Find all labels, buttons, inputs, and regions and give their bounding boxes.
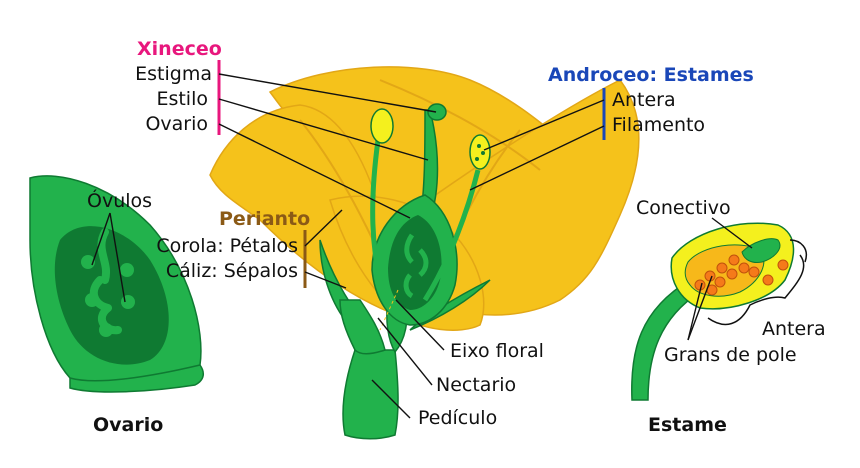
leader-antera [483,99,605,151]
caption-estame: Estame [648,414,727,436]
leader-estilo [218,98,429,161]
right-anther [469,134,491,170]
pollen-grain [777,259,789,271]
stigma [427,103,447,121]
androceo-title: Androceo: Estames [548,64,754,86]
leader-grans-2 [687,275,713,341]
ovule [99,323,113,337]
pedicel [342,349,399,440]
pollen-grains [694,254,789,296]
left-filament [370,139,388,301]
stamen-detail [631,222,807,401]
ovary-detail-tail [69,364,205,393]
label-estigma: Estigma [135,63,212,85]
caption-ovario: Ovario [93,414,164,436]
label-ovario: Ovario [145,113,208,135]
label-caliz: Cáliz: Sépalos [165,260,298,282]
label-filamento: Filamento [612,114,706,136]
leader-pediculo [371,379,411,419]
leader-ovulos-1 [91,212,111,266]
leader-eixo [395,299,445,351]
ovule [85,293,99,307]
leader-corola [304,209,343,247]
xineceo-title: Xineceo [137,38,222,60]
ovule [121,295,135,309]
leader-ovulos-2 [109,212,126,303]
pollen-dot [481,151,485,155]
petal-vein-3 [379,79,541,171]
leader-lines [91,73,753,419]
label-eixo-floral: Eixo floral [450,340,544,362]
pollen-grain [726,268,738,280]
label-corola: Corola: Pétalos [156,235,298,257]
leader-conectivo [711,217,753,249]
ovary-cavity [388,215,442,310]
label-pediculo: Pedículo [418,407,498,429]
ovule [120,263,134,277]
ovary-detail [29,175,205,393]
label-antera-detail: Antera [762,318,826,340]
antera-brace [707,254,805,326]
leader-estigma [218,73,437,113]
leader-filamento [469,125,605,191]
connective [741,238,781,263]
pollen-grain [738,262,750,274]
perianto-title: Perianto [219,208,311,230]
label-estilo: Estilo [156,88,208,110]
antera-brace-2 [789,239,807,263]
leader-ovario [218,123,411,219]
ovule [81,255,95,269]
pollen-grain [748,266,760,278]
ovules-small [403,233,429,299]
stamens [370,108,491,302]
pistil [371,103,458,331]
leader-nectario [377,317,433,386]
pollen-grain [716,262,728,274]
leader-caliz [304,271,347,289]
label-conectivo: Conectivo [636,197,731,219]
label-grans-de-pole: Grans de pole [664,344,797,366]
label-ovulos: Óvulos [87,190,153,212]
pollen-grain [762,274,774,286]
label-antera: Antera [612,89,676,111]
pollen-dot [475,157,479,161]
pollen-grain [714,276,726,288]
pollen-dot [477,144,481,148]
pollen-grain [728,254,740,266]
right-filament [422,169,481,302]
label-nectario: Nectario [436,374,517,396]
left-anther [370,108,394,144]
leader-grans-1 [687,282,703,341]
receptacle [339,299,386,355]
